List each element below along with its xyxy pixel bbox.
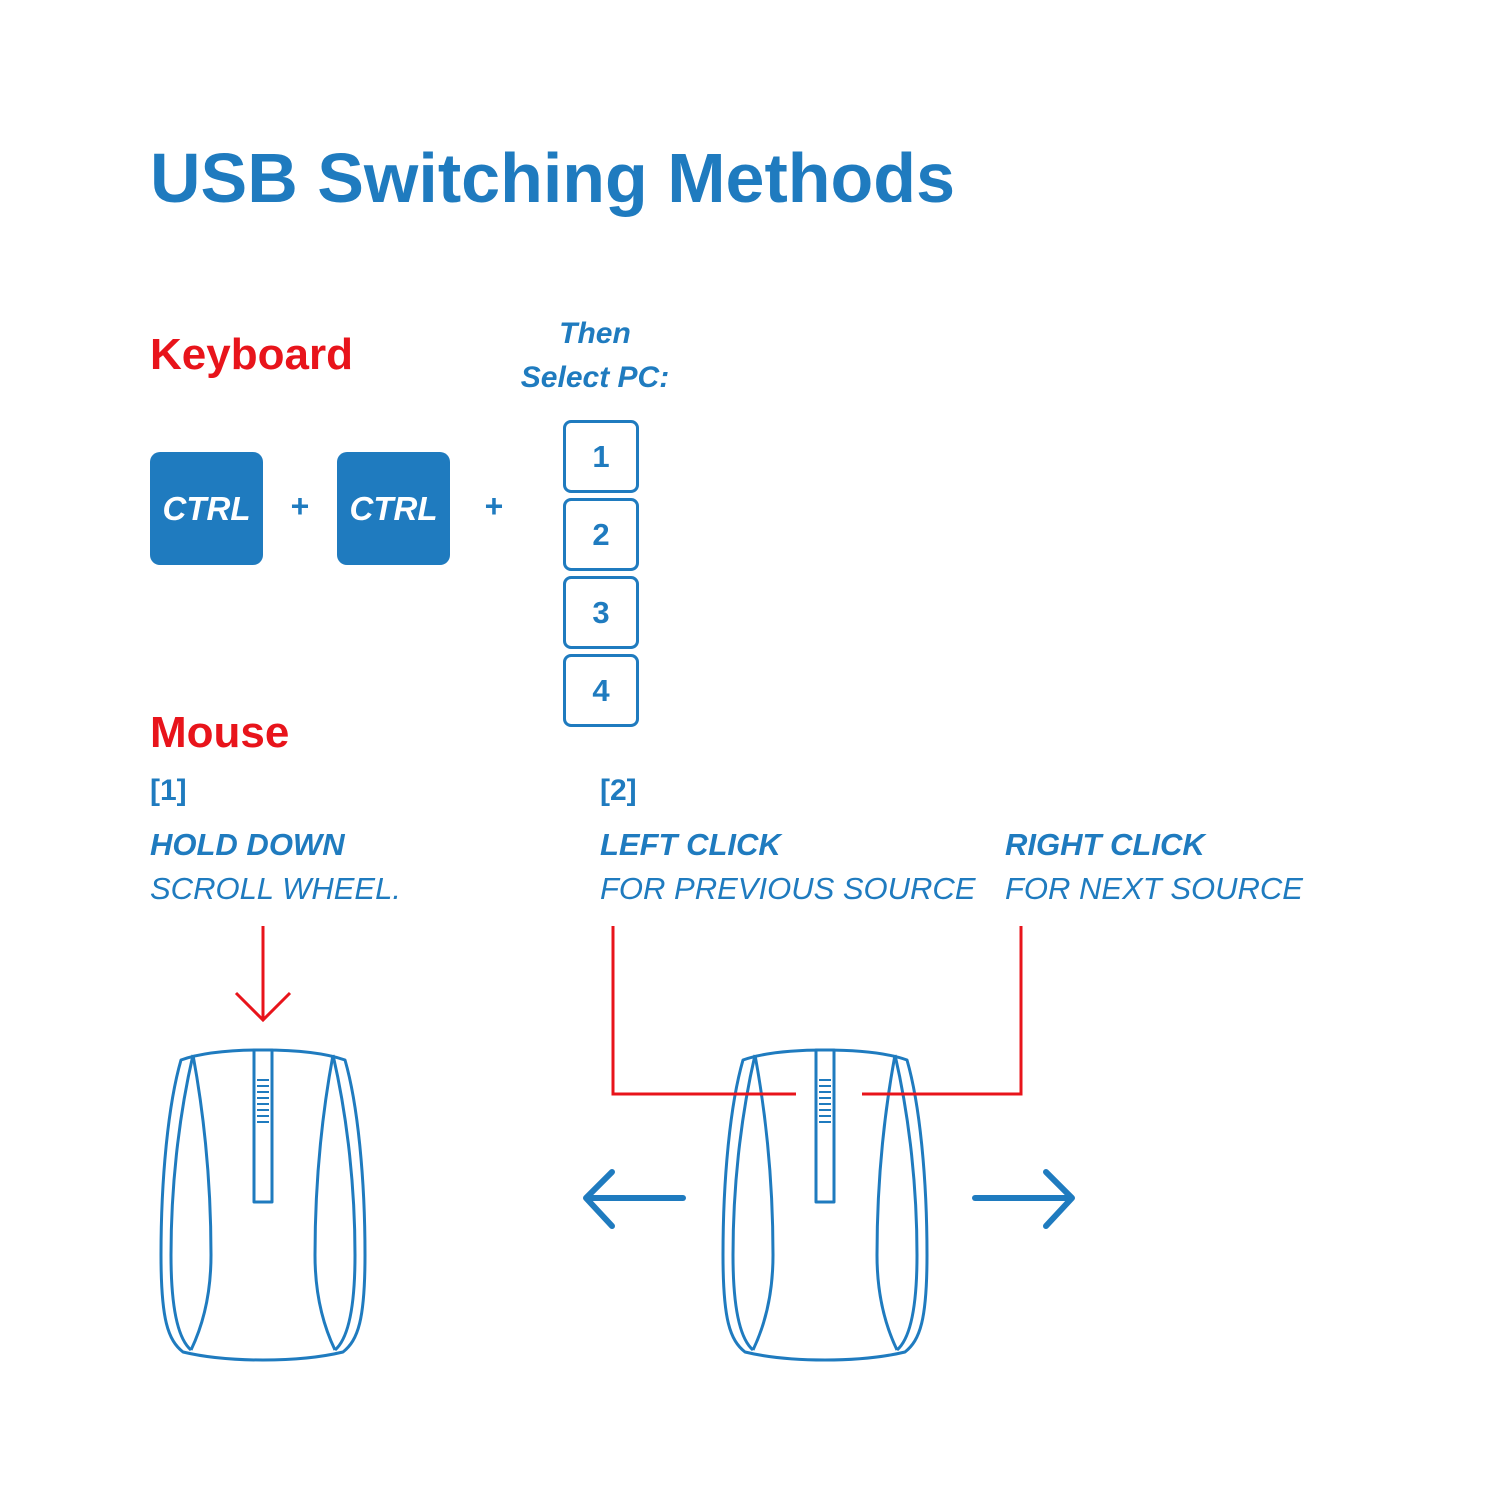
- pc-key-2: 2: [563, 498, 639, 571]
- select-pc-label: Select PC:: [520, 361, 670, 394]
- mouse-heading: Mouse: [150, 708, 290, 757]
- pc-key-1: 1: [563, 420, 639, 493]
- pc-key-4: 4: [563, 654, 639, 727]
- right-arrow-icon: [972, 1169, 1075, 1229]
- page-title: USB Switching Methods: [150, 139, 955, 217]
- right-click-description: FOR NEXT SOURCE: [1005, 871, 1303, 906]
- then-label: Then: [559, 317, 631, 350]
- method-1-description: SCROLL WHEEL.: [150, 871, 401, 906]
- method-1-action: HOLD DOWN: [150, 827, 345, 862]
- ctrl-key-1: CTRL: [150, 452, 263, 565]
- left-click-description: FOR PREVIOUS SOURCE: [600, 871, 976, 906]
- method-1-step: [1]: [150, 774, 187, 807]
- left-click-action: LEFT CLICK: [600, 827, 781, 862]
- left-arrow-icon: [583, 1169, 686, 1229]
- pc-key-3: 3: [563, 576, 639, 649]
- plus-sign-1: +: [290, 488, 310, 524]
- right-click-action: RIGHT CLICK: [1005, 827, 1205, 862]
- plus-sign-2: +: [484, 488, 504, 524]
- ctrl-key-2: CTRL: [337, 452, 450, 565]
- down-arrow-icon: [234, 926, 292, 1023]
- method-2-step: [2]: [600, 774, 637, 807]
- mouse-icon: [721, 1048, 929, 1362]
- keyboard-heading: Keyboard: [150, 330, 353, 379]
- mouse-icon: [159, 1048, 367, 1362]
- right-click-connector: [862, 926, 1023, 1096]
- left-click-connector: [611, 926, 796, 1096]
